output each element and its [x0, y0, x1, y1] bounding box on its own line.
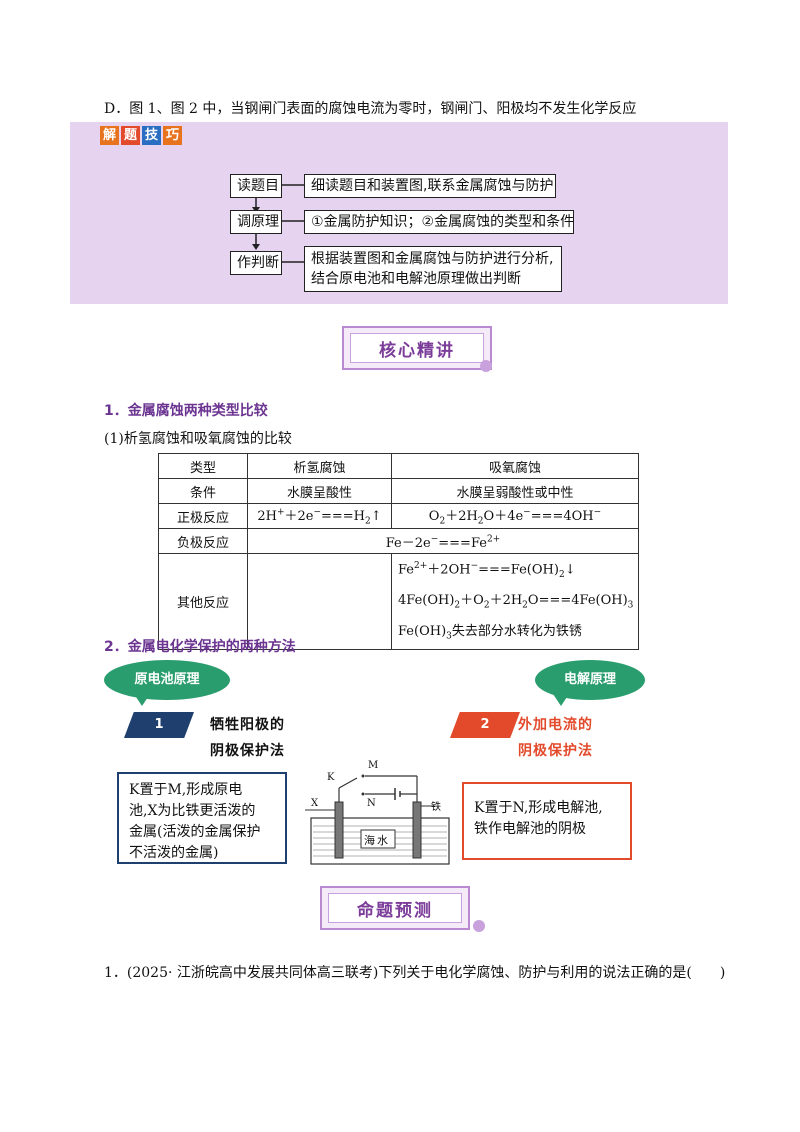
info-line: K置于N,形成电解池, — [474, 800, 603, 816]
table-cell — [247, 552, 392, 651]
method-line: 阴极保护法 — [518, 743, 593, 759]
table-cell: 析氢腐蚀 — [247, 453, 392, 479]
diagram-label-seawater: 海水 — [364, 834, 390, 847]
method-line: 牺牲阳极的 — [210, 717, 285, 733]
bubble-tail-icon — [553, 694, 569, 706]
table-cell: 其他反应 — [158, 552, 248, 651]
method-number-2: 2 — [450, 712, 520, 738]
left-bubble: 原电池原理 — [104, 660, 230, 706]
table-cell-equation: O2＋2H2O＋4e−===4OH− — [391, 503, 639, 529]
method-number-1: 1 — [124, 712, 194, 738]
table-row: 正极反应 2H+＋2e−===H2↑ O2＋2H2O＋4e−===4OH− — [158, 503, 639, 529]
table-cell: 水膜呈酸性 — [247, 478, 392, 504]
step-judge-label: 作判断 — [230, 251, 282, 275]
section1-heading: 1．金属腐蚀两种类型比较 — [104, 403, 268, 419]
diagram-label-m: M — [368, 760, 379, 771]
method-left: 牺牲阳极的 阴极保护法 — [210, 712, 285, 764]
table-cell: 正极反应 — [158, 503, 248, 529]
method-line: 外加电流的 — [518, 717, 593, 733]
tips-badge: 解 — [100, 126, 119, 145]
banner-dot-icon — [473, 920, 485, 932]
diagram-label-iron: 铁 — [431, 802, 441, 813]
method-line: 阴极保护法 — [210, 743, 285, 759]
table-cell-equation: Fe－2e−===Fe2+ — [247, 528, 639, 554]
equation-line: Fe(OH)3失去部分水转化为铁锈 — [398, 623, 582, 642]
tips-badge: 巧 — [163, 126, 182, 145]
banner-dot-icon — [480, 360, 492, 372]
tips-badges: 解 题 技 巧 — [100, 126, 182, 145]
bubble-galvanic: 原电池原理 — [104, 660, 230, 700]
table-cell: 负极反应 — [158, 528, 248, 554]
question-1: 1．(2025· 江浙皖高中发展共同体高三联考)下列关于电化学腐蚀、防护与利用的… — [104, 965, 726, 981]
table-row: 负极反应 Fe－2e−===Fe2+ — [158, 528, 639, 554]
left-info-box: K置于M,形成原电 池,X为比铁更活泼的 金属(活泼的金属保护 不活泼的金属) — [117, 772, 287, 864]
diagram-label-x: X — [311, 798, 319, 809]
info-line: 铁作电解池的阴极 — [474, 821, 586, 837]
table-cell: 条件 — [158, 478, 248, 504]
right-bubble: 电解原理 — [535, 660, 645, 706]
info-line: 金属(活泼的金属保护 — [129, 824, 261, 840]
step-read-label: 读题目 — [230, 174, 282, 198]
table-cell: 类型 — [158, 453, 248, 479]
info-line: 不活泼的金属) — [129, 845, 219, 861]
bubble-electrolytic: 电解原理 — [535, 660, 645, 700]
option-d: D．图 1、图 2 中，当钢闸门表面的腐蚀电流为零时，钢闸门、阳极均不发生化学反… — [104, 101, 637, 117]
banner-prediction-title: 命题预测 — [328, 893, 462, 923]
table-cell-equation: Fe2+＋2OH−===Fe(OH)2↓ 4Fe(OH)2＋O2＋2H2O===… — [391, 552, 639, 651]
banner-core-title: 核心精讲 — [350, 333, 484, 363]
info-line: K置于M,形成原电 — [129, 782, 243, 798]
step-judge-line: 根据装置图和金属腐蚀与防护进行分析, — [311, 251, 554, 267]
step-judge-line: 结合原电池和电解池原理做出判断 — [311, 271, 521, 287]
tips-flow-connectors — [252, 184, 304, 263]
step-read-text: 细读题目和装置图,联系金属腐蚀与防护 — [304, 174, 556, 198]
tips-badge: 题 — [121, 126, 140, 145]
info-line: 池,X为比铁更活泼的 — [129, 803, 256, 819]
section2-heading: 2．金属电化学保护的两种方法 — [104, 639, 296, 655]
banner-core: 核心精讲 — [342, 326, 492, 370]
equation-text: 失去部分水转化为铁锈 — [451, 623, 582, 639]
method-right: 外加电流的 阴极保护法 — [518, 712, 593, 764]
table-cell: 吸氧腐蚀 — [391, 453, 639, 479]
diagram-label-n: N — [367, 798, 376, 809]
equation-line: Fe2+＋2OH−===Fe(OH)2↓ — [398, 561, 576, 580]
diagram-label-k: K — [327, 772, 335, 783]
tips-badge: 技 — [142, 126, 161, 145]
right-info-box: K置于N,形成电解池, 铁作电解池的阴极 — [462, 782, 632, 860]
table-row: 类型 析氢腐蚀 吸氧腐蚀 — [158, 453, 639, 479]
section1-subheading: (1)析氢腐蚀和吸氧腐蚀的比较 — [104, 431, 292, 447]
table-cell: 水膜呈弱酸性或中性 — [391, 478, 639, 504]
table-row: 其他反应 Fe2+＋2OH−===Fe(OH)2↓ 4Fe(OH)2＋O2＋2H… — [158, 552, 639, 651]
comparison-table: 类型 析氢腐蚀 吸氧腐蚀 条件 水膜呈酸性 水膜呈弱酸性或中性 正极反应 2H+… — [158, 453, 639, 651]
table-row: 条件 水膜呈酸性 水膜呈弱酸性或中性 — [158, 478, 639, 504]
equation-line: 4Fe(OH)2＋O2＋2H2O===4Fe(OH)3 — [398, 592, 634, 611]
step-judge-text: 根据装置图和金属腐蚀与防护进行分析, 结合原电池和电解池原理做出判断 — [304, 246, 562, 292]
circuit-diagram-drawing — [305, 774, 450, 865]
step-principle-label: 调原理 — [230, 210, 282, 234]
table-cell-equation: 2H+＋2e−===H2↑ — [247, 503, 392, 529]
banner-prediction: 命题预测 — [320, 886, 470, 930]
circuit-diagram: M K N X 铁 海水 — [305, 760, 455, 868]
bubble-tail-icon — [134, 694, 150, 706]
step-principle-text: ①金属防护知识；②金属腐蚀的类型和条件 — [304, 210, 574, 234]
